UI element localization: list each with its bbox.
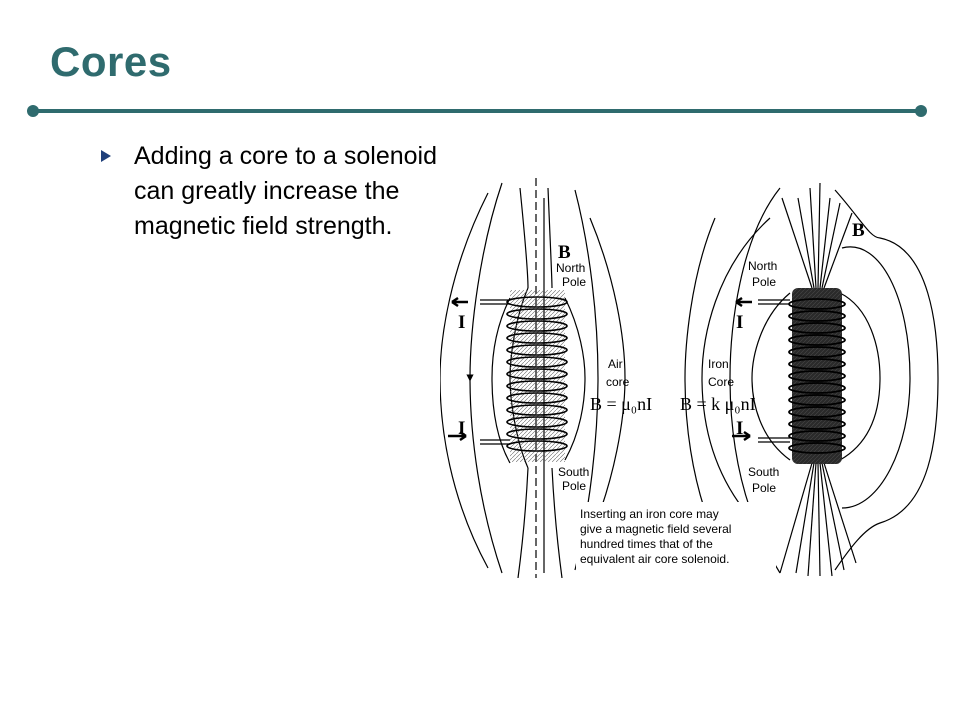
iron-north-label-2: Pole <box>752 275 776 289</box>
iron-field-line <box>819 462 833 577</box>
air-current-bottom-label: I <box>458 418 465 439</box>
iron-core-solenoid: I I B North Pole Iron Core B = k μ₀nI So… <box>680 182 939 577</box>
iron-equation: B = k μ₀nI <box>680 394 756 414</box>
air-field-line <box>519 187 529 289</box>
bullet-text: Adding a core to a solenoid can greatly … <box>134 142 437 240</box>
iron-field-line <box>823 462 857 564</box>
iron-field-line <box>797 197 815 289</box>
iron-field-line <box>781 197 813 289</box>
iron-field-line <box>779 462 813 574</box>
iron-field-line <box>821 462 845 571</box>
iron-field-line <box>701 217 771 539</box>
air-core-label-1: Air <box>608 357 623 371</box>
air-core-region <box>510 290 565 462</box>
iron-south-label-2: Pole <box>752 481 776 495</box>
iron-field-line <box>839 292 881 461</box>
iron-field-line <box>819 197 831 289</box>
solenoid-diagram: I I B North Pole Air core B = μ₀nI South… <box>440 178 945 578</box>
bullet-arrow-icon <box>101 150 111 162</box>
divider-left-dot <box>27 105 39 117</box>
air-north-label-2: Pole <box>562 275 586 289</box>
air-south-label-1: South <box>558 465 589 479</box>
air-current-arrow-icon <box>448 430 467 442</box>
air-field-line <box>589 217 626 539</box>
iron-b-label: B <box>852 220 865 241</box>
iron-field-line <box>817 182 821 289</box>
note-line-4: equivalent air core solenoid. <box>580 552 729 566</box>
air-north-label-1: North <box>556 261 585 275</box>
iron-current-arrow-icon <box>732 430 751 442</box>
slide-title: Cores <box>50 38 172 85</box>
iron-field-line <box>795 462 815 574</box>
air-field-line <box>551 467 563 578</box>
air-field-line <box>564 297 586 461</box>
iron-north-label-1: North <box>748 259 777 273</box>
air-current-top-label: I <box>458 312 465 333</box>
iron-field-line <box>751 292 791 461</box>
note-line-3: hundred times that of the <box>580 537 713 551</box>
iron-core-label-1: Iron <box>708 357 729 371</box>
air-field-line <box>466 182 503 574</box>
iron-current-bottom-label: I <box>736 418 743 439</box>
air-b-label: B <box>558 242 571 263</box>
iron-current-arrow-icon <box>735 296 752 308</box>
air-coil-windings <box>506 296 568 452</box>
air-field-line <box>491 297 511 464</box>
iron-south-label-1: South <box>748 465 779 479</box>
air-south-label-2: Pole <box>562 479 586 493</box>
iron-core-label-2: Core <box>708 375 734 389</box>
iron-coil-windings <box>788 298 846 454</box>
iron-current-top-label: I <box>736 312 743 333</box>
air-field-line <box>517 467 529 578</box>
iron-field-line <box>841 246 911 509</box>
iron-field-line <box>807 462 817 577</box>
iron-field-line <box>817 462 821 577</box>
solenoid-diagram-svg: I I B North Pole Air core B = μ₀nI South… <box>440 178 939 578</box>
iron-field-line <box>684 217 716 539</box>
note-line-1: Inserting an iron core may <box>580 507 719 521</box>
iron-field-line <box>834 189 939 571</box>
iron-field-line <box>821 202 841 289</box>
iron-field-line <box>823 212 853 289</box>
divider-right-dot <box>915 105 927 117</box>
air-core-label-2: core <box>606 375 630 389</box>
air-current-arrow-icon <box>451 296 468 308</box>
title-divider <box>33 109 921 113</box>
air-core-solenoid: I I B North Pole Air core B = μ₀nI South… <box>440 178 652 578</box>
air-field-line <box>547 187 553 289</box>
air-field-line <box>440 192 489 569</box>
iron-field-line <box>809 187 817 289</box>
air-equation: B = μ₀nI <box>590 394 652 414</box>
note-line-2: give a magnetic field several <box>580 522 731 536</box>
